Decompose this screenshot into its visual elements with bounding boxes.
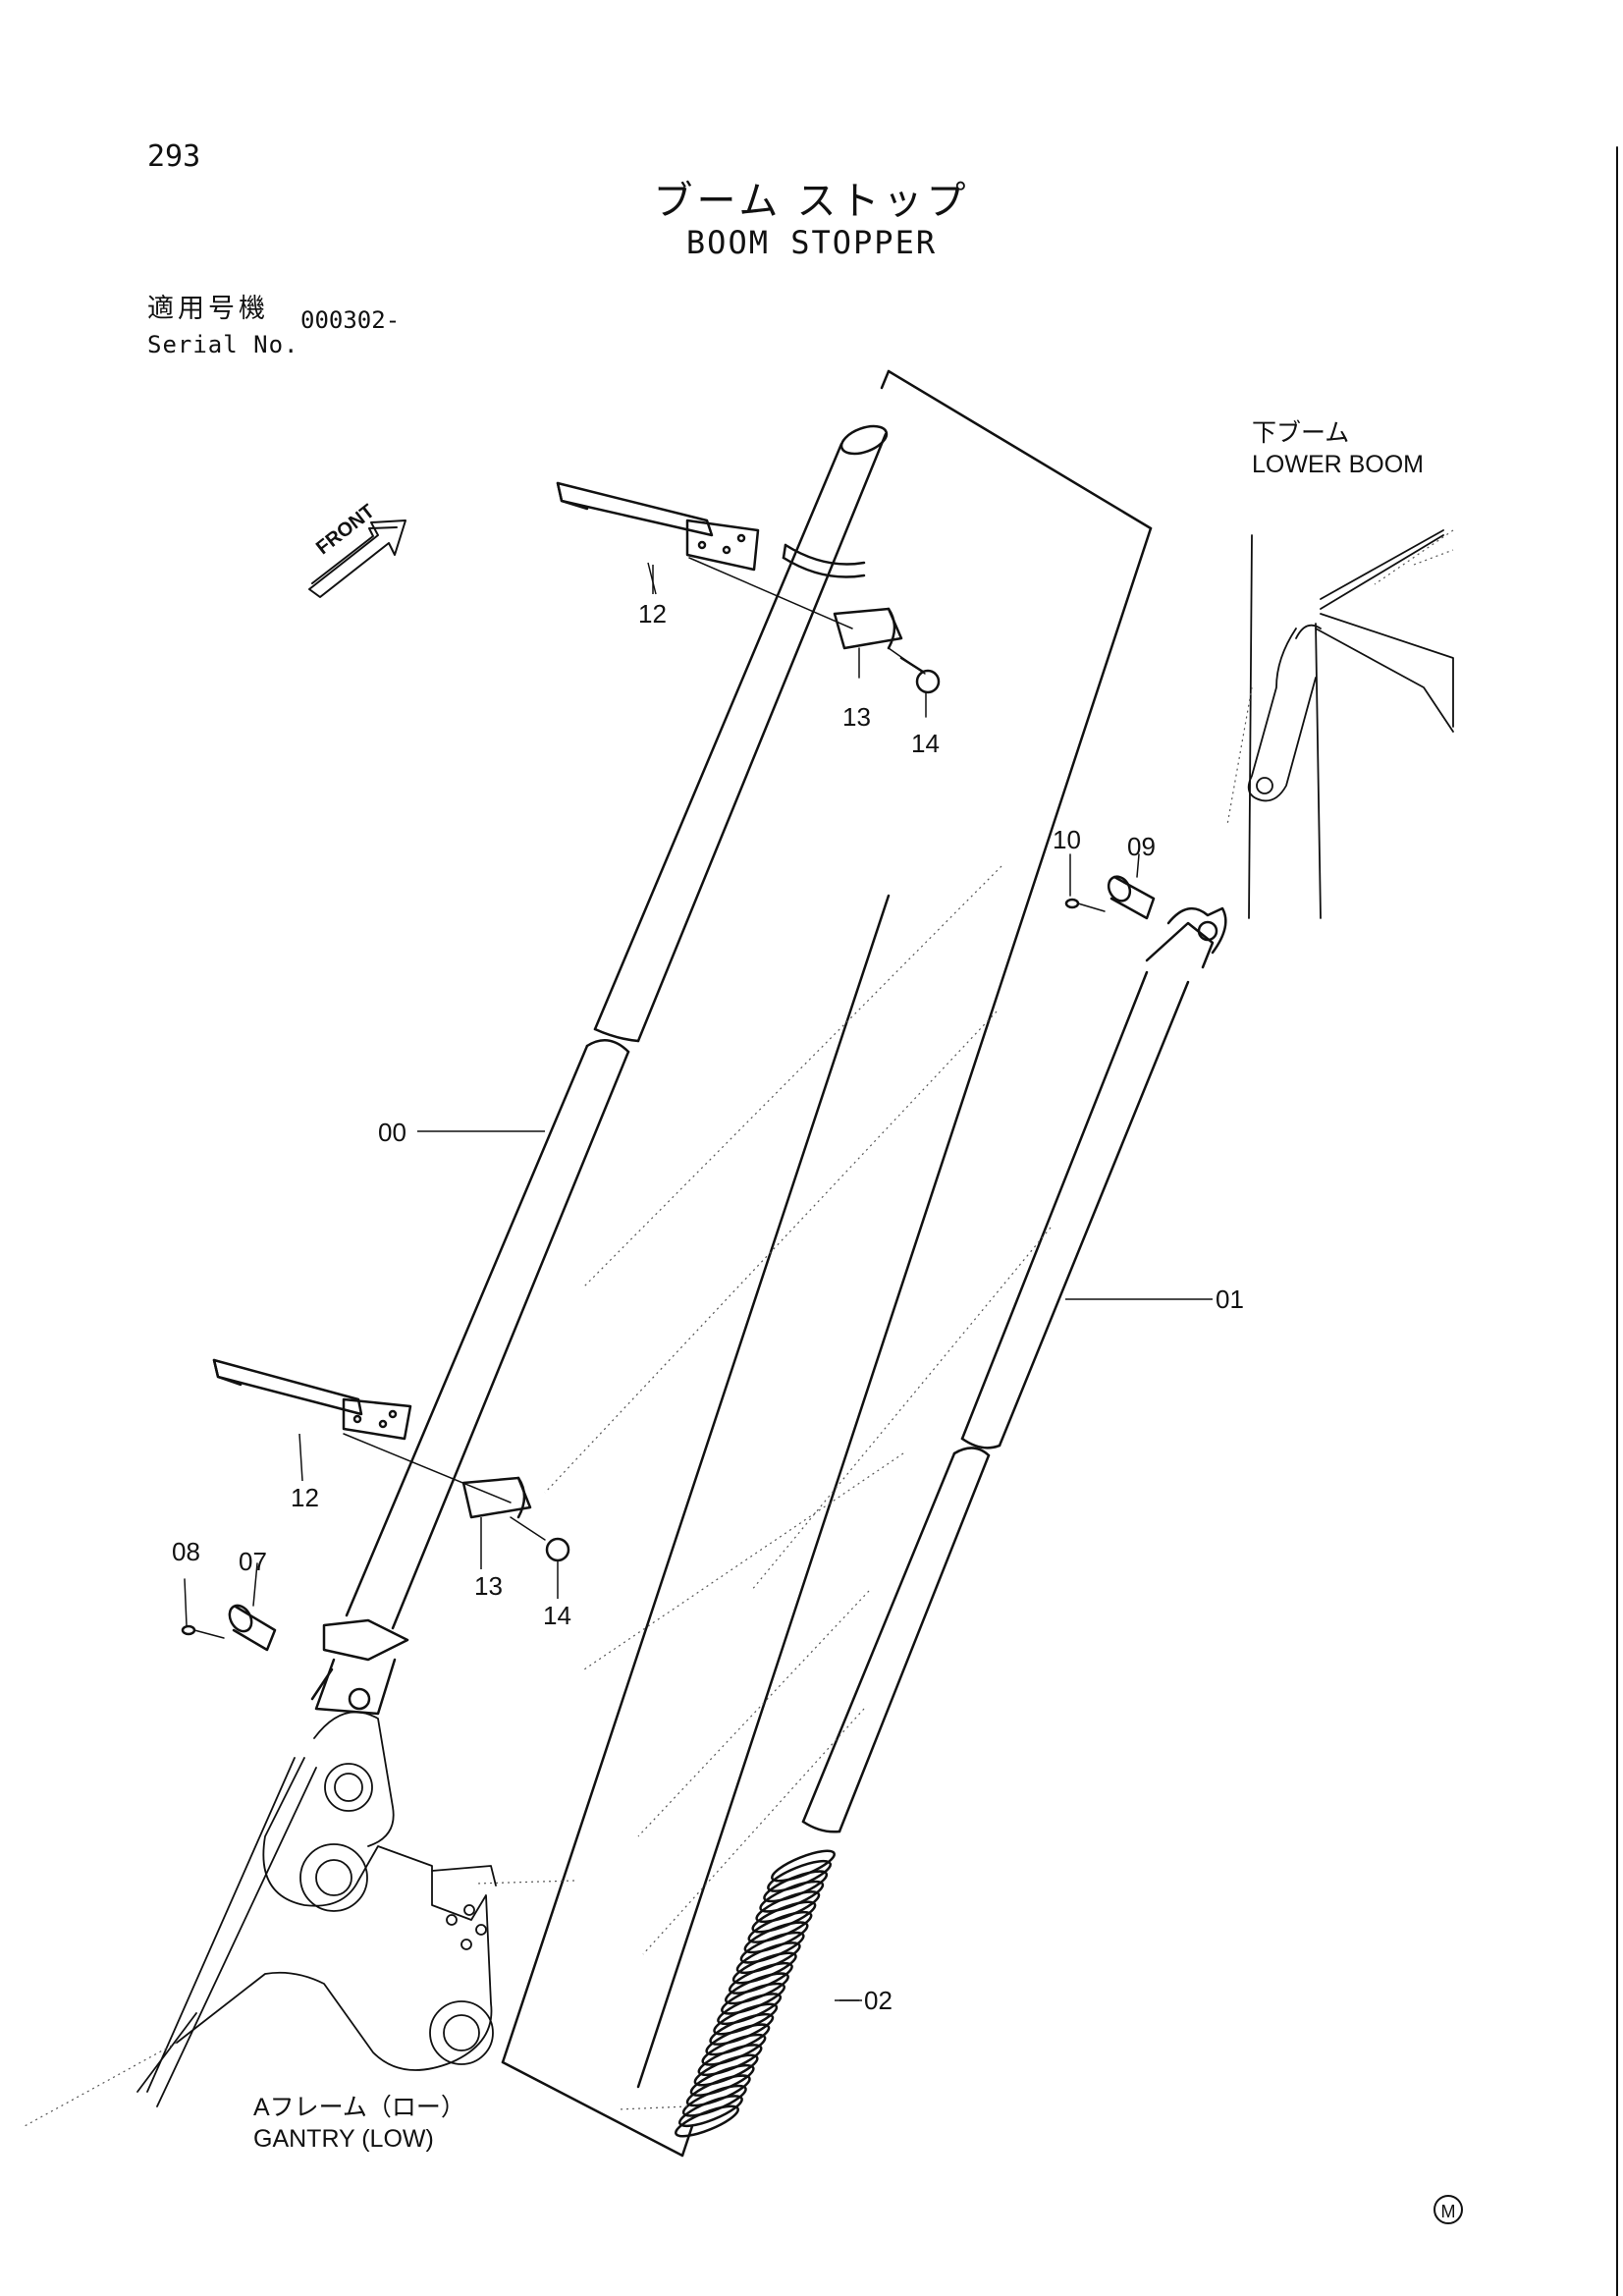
bracket-left [501, 894, 891, 2064]
clamp-13-lower [461, 1476, 532, 1519]
title-english: BOOM STOPPER [685, 224, 938, 261]
pin-07 [228, 1562, 277, 1652]
bracket-12-upper [556, 481, 853, 629]
bracket-right [636, 526, 1153, 2089]
callout-00: 00 [378, 1118, 406, 1147]
lower-boom-label-en: LOWER BOOM [1252, 451, 1425, 478]
bolt-14-upper [888, 647, 941, 718]
model-mark: M [1434, 2195, 1463, 2224]
bracket-12-lower [212, 1358, 512, 1503]
callout-14-lower: 14 [543, 1601, 571, 1630]
bracket-bottom [501, 2060, 684, 2158]
tube-01-upper [960, 906, 1227, 1449]
callout-01: 01 [1216, 1285, 1244, 1314]
clamp-13-upper [833, 607, 903, 679]
serial-value: 000302- [300, 306, 401, 334]
pin-09 [1107, 853, 1156, 920]
bracket-bottom-tick [680, 2124, 694, 2158]
callout-08: 08 [172, 1537, 200, 1566]
spring-coil [675, 2105, 739, 2138]
callout-02: 02 [864, 1986, 893, 2015]
spring-coil [677, 2095, 743, 2128]
callout-10: 10 [1053, 825, 1081, 854]
callout-12-upper: 12 [638, 599, 667, 629]
callout-13-upper: 13 [842, 702, 871, 732]
tube-00-upper [593, 424, 889, 1043]
lower-boom-structure [1247, 529, 1454, 919]
gantry-structure [136, 1711, 497, 2107]
spring-02 [675, 1849, 836, 2138]
tube-00-clevis [310, 1618, 409, 1716]
callout-09: 09 [1127, 832, 1156, 861]
title-japanese: ブーム ストップ [653, 180, 970, 223]
tube-00-lower [345, 1039, 630, 1630]
lower-boom-label: 下ブーム LOWER BOOM [1252, 417, 1424, 480]
tube-01-lower [801, 1447, 991, 1833]
bolt-14-lower [510, 1516, 570, 1562]
gantry-label-en: GANTRY (LOW) [253, 2125, 434, 2153]
callout-13-lower: 13 [474, 1571, 503, 1601]
lower-boom-label-jp: 下ブーム [1252, 419, 1350, 447]
page-number: 293 [147, 139, 201, 174]
leader-lines [298, 562, 1213, 2001]
front-arrow [308, 519, 406, 598]
gantry-label-jp: Aフレーム（ロー） [253, 2094, 465, 2121]
callout-12-lower: 12 [291, 1483, 319, 1512]
bracket-top [887, 369, 1153, 530]
callout-07: 07 [239, 1547, 267, 1576]
callout-14-upper: 14 [911, 729, 940, 758]
gantry-label: Aフレーム（ロー） GANTRY (LOW) [253, 2092, 465, 2155]
bracket-top-tick [880, 369, 891, 390]
dotted-guides [24, 529, 1454, 2127]
clamp-band-upper [782, 543, 866, 578]
serial-label-japanese: 適用号機 [147, 294, 269, 323]
pin-08 [181, 1578, 225, 1639]
cotter-pin-10 [1064, 853, 1106, 912]
serial-label-english: Serial No. [147, 331, 299, 358]
